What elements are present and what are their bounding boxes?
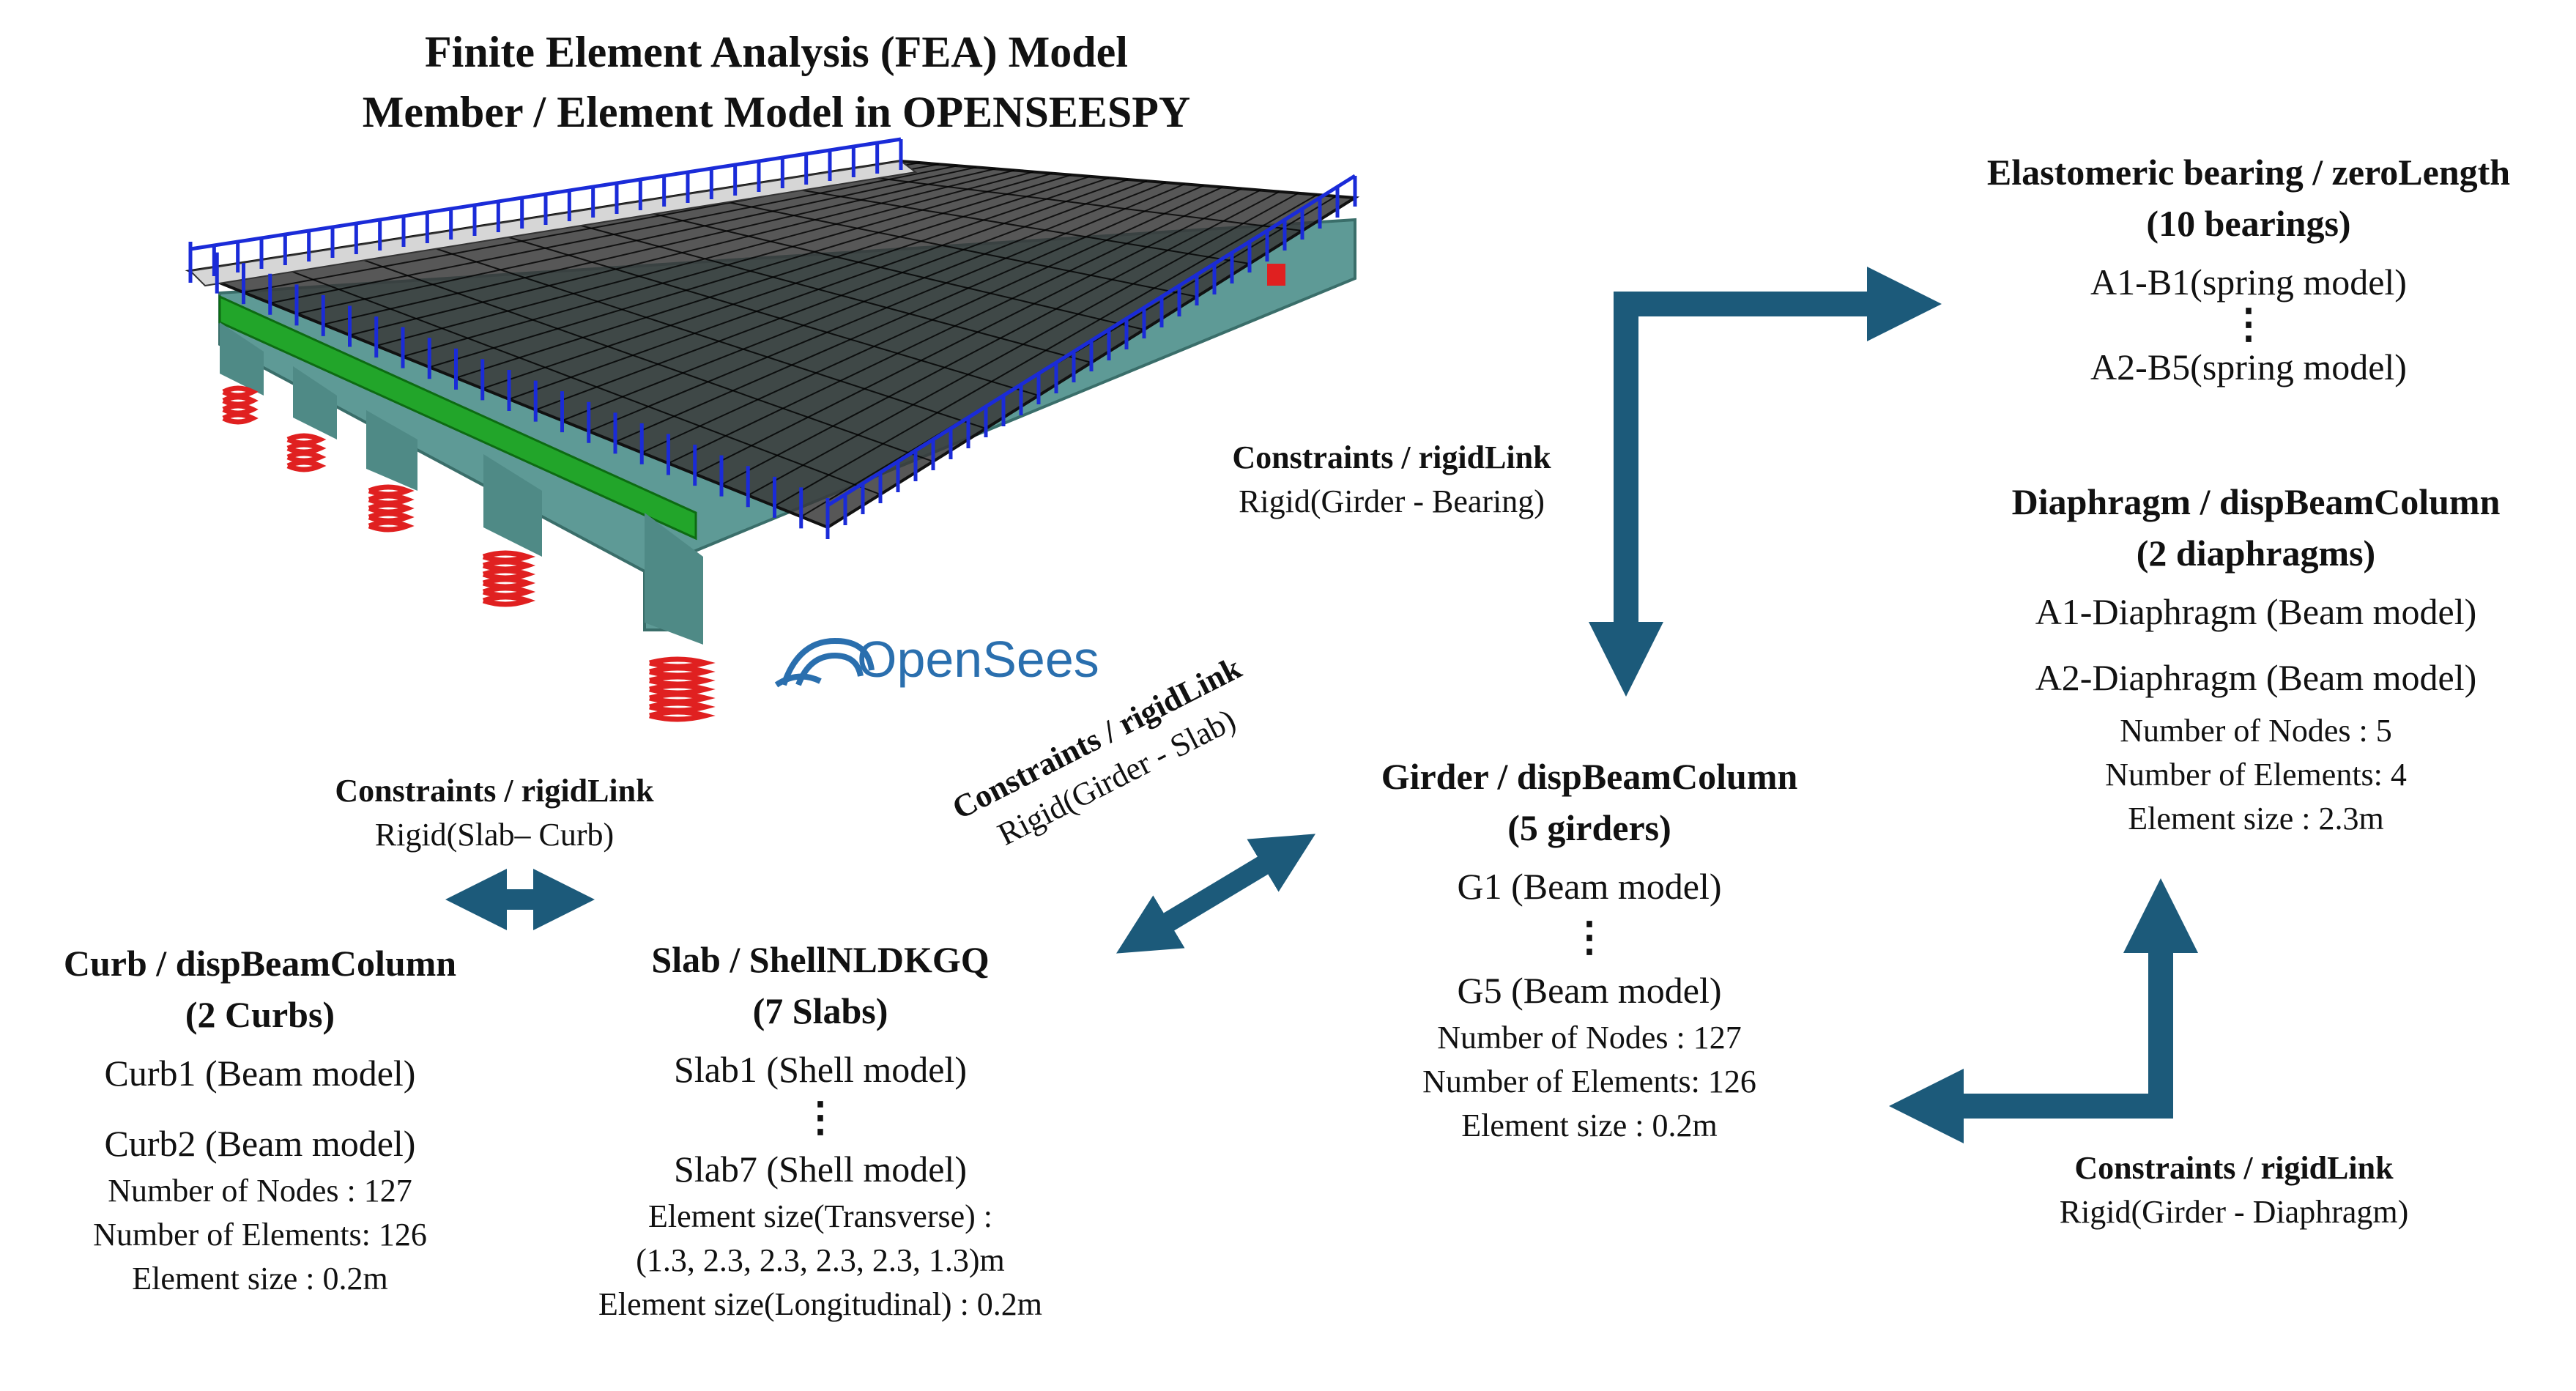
constraint-girder-bearing-desc: Rigid(Girder - Bearing) — [1239, 483, 1545, 519]
diagram-title: Finite Element Analysis (FEA) Model Memb… — [363, 22, 1191, 142]
deck-grid-line-trans — [829, 171, 1303, 231]
bearing-item-first: A1-B1(spring model) — [2090, 261, 2407, 303]
curb-block: Curb / dispBeamColumn (2 Curbs) Curb1 (B… — [64, 938, 456, 1301]
girder-size: Element size : 0.2m — [1461, 1108, 1718, 1143]
slab-size-transverse-label: Element size(Transverse) : — [647, 1198, 993, 1234]
bearing-heading-2: (10 bearings) — [2146, 203, 2351, 244]
arrow-girder-bearing — [1589, 267, 1942, 697]
slab-heading-2: (7 Slabs) — [752, 990, 888, 1031]
deck-grid-line-trans — [616, 204, 1145, 330]
deck-grid-line-trans — [474, 226, 1039, 396]
diaphragm-item-2: A2-Diaphragm (Beam model) — [2035, 657, 2477, 698]
far-bearing-block — [1267, 264, 1285, 286]
diaphragm-heading-1: Diaphragm / dispBeamColumn — [2011, 481, 2501, 522]
slab-block: Slab / ShellNLDKGQ (7 Slabs) Slab1 (Shel… — [598, 934, 1042, 1327]
constraint-girder-bearing: Constraints / rigidLink Rigid(Girder - B… — [1232, 436, 1551, 524]
girder-ellipsis: ⋮ — [1569, 915, 1610, 960]
girder-heading-2: (5 girders) — [1507, 807, 1671, 848]
curb-heading-1: Curb / dispBeamColumn — [63, 943, 457, 984]
bearing-spring — [649, 656, 716, 722]
opensees-logo-mark — [774, 637, 875, 688]
diaphragm-block: Diaphragm / dispBeamColumn (2 diaphragms… — [2012, 476, 2501, 841]
curb-heading-2: (2 Curbs) — [185, 994, 335, 1035]
slab-heading-1: Slab / ShellNLDKGQ — [651, 939, 990, 980]
diaphragm-item-1: A1-Diaphragm (Beam model) — [2035, 591, 2477, 632]
curb-nodes: Number of Nodes : 127 — [108, 1173, 412, 1209]
rail-posts — [188, 139, 1357, 539]
deck-grid-line-trans — [545, 215, 1092, 363]
deck-grid-line-trans — [687, 193, 1198, 297]
diaphragm-nodes: Number of Nodes : 5 — [2120, 713, 2392, 749]
girder-drop-4 — [483, 454, 542, 557]
bearing-item-last: A2-B5(spring model) — [2090, 346, 2407, 387]
rail-top-left — [190, 137, 902, 251]
girder-item-first: G1 (Beam model) — [1457, 866, 1722, 907]
diaphragm-elements: Number of Elements: 4 — [2105, 757, 2407, 793]
girder-drop-3 — [366, 410, 417, 491]
curb-item-1: Curb1 (Beam model) — [104, 1053, 416, 1094]
bearing-block: Elastomeric bearing / zeroLength (10 bea… — [1987, 146, 2510, 393]
girder-drop-2 — [293, 366, 337, 439]
title-line-2: Member / Element Model in OPENSEESPY — [362, 88, 1191, 136]
constraint-girder-diaphragm: Constraints / rigidLink Rigid(Girder - D… — [2060, 1146, 2409, 1234]
girder-drop-1 — [220, 322, 264, 396]
bearing-spring — [222, 385, 259, 425]
title-line-1: Finite Element Analysis (FEA) Model — [425, 28, 1128, 76]
bearing-ellipsis: ⋮ — [2227, 302, 2269, 347]
slab-ellipsis: ⋮ — [799, 1095, 841, 1140]
constraint-girder-diaphragm-desc: Rigid(Girder - Diaphragm) — [2059, 1194, 2409, 1230]
bearing-springs — [222, 385, 716, 722]
curb-elements: Number of Elements: 126 — [93, 1217, 427, 1253]
girder-nodes: Number of Nodes : 127 — [1437, 1020, 1742, 1056]
slab-size-longitudinal: Element size(Longitudinal) : 0.2m — [598, 1286, 1043, 1322]
bearing-spring — [482, 550, 536, 607]
slab-item-last: Slab7 (Shell model) — [674, 1149, 967, 1190]
girder-item-last: G5 (Beam model) — [1457, 970, 1722, 1011]
girder-drop-5 — [645, 513, 703, 645]
slab-item-first: Slab1 (Shell model) — [674, 1049, 967, 1090]
curb-size: Element size : 0.2m — [132, 1261, 388, 1297]
bearing-spring — [286, 433, 327, 472]
girder-flange-green — [218, 294, 697, 541]
constraint-slab-curb-desc: Rigid(Slab– Curb) — [374, 817, 615, 853]
deck-grid-line-trans — [758, 182, 1250, 264]
constraint-girder-diaphragm-label: Constraints / rigidLink — [2074, 1150, 2394, 1186]
arrow-girder-diaphragm — [1889, 878, 2198, 1143]
diaphragm-heading-2: (2 diaphragms) — [2136, 533, 2376, 574]
deck-grid-line-trans — [261, 259, 881, 495]
deck-grid-line-trans — [332, 248, 934, 462]
opensees-logo-text: OpenSees — [857, 631, 1099, 688]
bearing-spring — [368, 484, 415, 533]
diaphragm-size: Element size : 2.3m — [2128, 801, 2384, 837]
constraint-girder-bearing-label: Constraints / rigidLink — [1232, 439, 1551, 475]
bridge-model-illustration — [185, 137, 1360, 722]
constraint-slab-curb-label: Constraints / rigidLink — [335, 773, 654, 809]
girder-elements: Number of Elements: 126 — [1422, 1064, 1756, 1099]
girder-block: Girder / dispBeamColumn (5 girders) G1 (… — [1381, 751, 1798, 1148]
girder-heading-1: Girder / dispBeamColumn — [1381, 756, 1798, 797]
deck-grid-line-trans — [403, 237, 987, 429]
bearing-heading-1: Elastomeric bearing / zeroLength — [1986, 152, 2511, 193]
curb-item-2: Curb2 (Beam model) — [104, 1123, 416, 1164]
slab-size-transverse-value: (1.3, 2.3, 2.3, 2.3, 2.3, 1.3)m — [636, 1242, 1005, 1278]
arrow-girder-slab — [1116, 834, 1316, 954]
constraint-slab-curb: Constraints / rigidLink Rigid(Slab– Curb… — [335, 769, 653, 857]
rail-top-front — [826, 174, 1356, 508]
